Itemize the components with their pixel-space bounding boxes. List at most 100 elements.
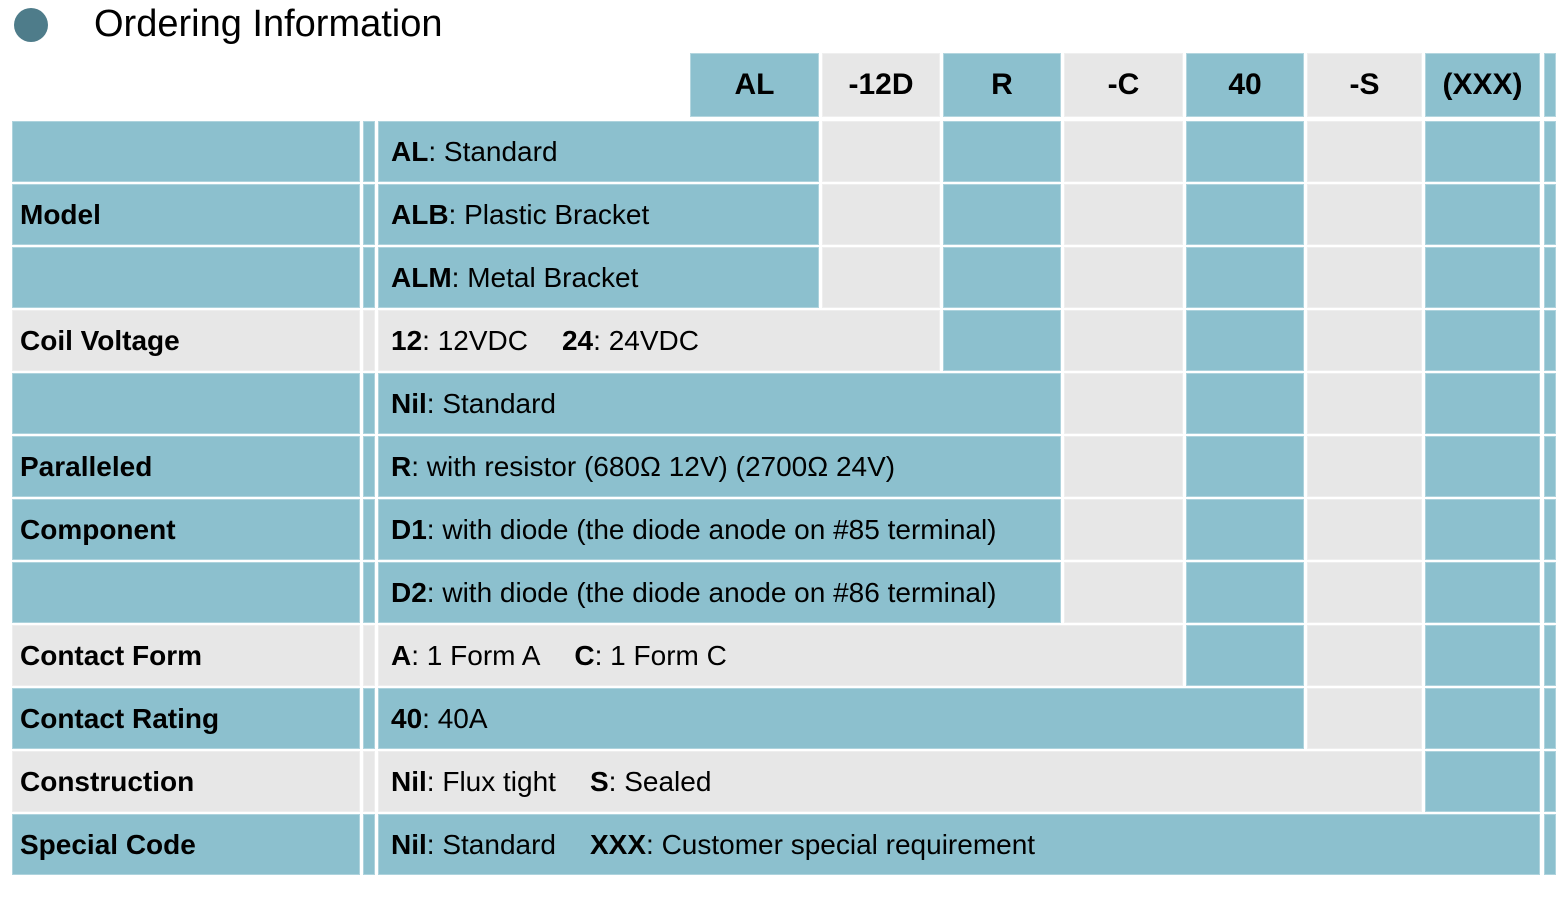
column-band-xxx	[1425, 562, 1540, 623]
column-band-xxx	[1425, 436, 1540, 497]
table-row-model-al: AL: Standard	[0, 121, 1556, 184]
row-desc: D1: with diode (the diode anode on #85 t…	[378, 499, 1061, 560]
column-band-edge	[1544, 499, 1556, 560]
column-band-edge	[1544, 373, 1556, 434]
column-band-40	[1186, 310, 1304, 371]
column-band-xxx	[1425, 184, 1540, 245]
column-band-s	[1307, 436, 1422, 497]
row-desc: ALB: Plastic Bracket	[378, 184, 819, 245]
row-sliver	[363, 751, 375, 812]
row-desc: Nil: Standard	[378, 373, 1061, 434]
table-row-construction: Construction Nil: Flux tight S: Sealed	[0, 751, 1556, 814]
row-sliver	[363, 247, 375, 308]
column-band-c	[1064, 373, 1183, 434]
part-code-c: -C	[1064, 53, 1183, 117]
part-code-12d: -12D	[822, 53, 940, 117]
row-sliver	[363, 184, 375, 245]
table-row-model-alb: Model ALB: Plastic Bracket	[0, 184, 1556, 247]
row-label: Special Code	[12, 814, 360, 875]
part-code-al: AL	[690, 53, 819, 117]
column-band-c	[1064, 184, 1183, 245]
column-band-40	[1186, 562, 1304, 623]
row-sliver	[363, 499, 375, 560]
table-row-paralleled-r: Paralleled R: with resistor (680Ω 12V) (…	[0, 436, 1556, 499]
column-band-edge	[1544, 436, 1556, 497]
column-band-xxx	[1425, 751, 1540, 812]
column-band-xxx	[1425, 625, 1540, 686]
part-code-s: -S	[1307, 53, 1422, 117]
part-code-40: 40	[1186, 53, 1304, 117]
row-label	[12, 121, 360, 182]
column-band-s	[1307, 373, 1422, 434]
column-band-12d	[822, 247, 940, 308]
column-band-c	[1064, 310, 1183, 371]
column-band-s	[1307, 310, 1422, 371]
column-band-s	[1307, 121, 1422, 182]
column-band-edge	[1544, 121, 1556, 182]
column-band-40	[1186, 436, 1304, 497]
row-sliver	[363, 436, 375, 497]
column-band-s	[1307, 688, 1422, 749]
header-edge-sliver	[1544, 53, 1556, 117]
column-band-r	[943, 310, 1061, 371]
column-band-c	[1064, 121, 1183, 182]
column-band-r	[943, 247, 1061, 308]
table-row-contact-rating: Contact Rating 40: 40A	[0, 688, 1556, 751]
row-desc: Nil: Standard XXX: Customer special requ…	[378, 814, 1540, 875]
row-sliver	[363, 373, 375, 434]
row-label: Component	[12, 499, 360, 560]
column-band-c	[1064, 247, 1183, 308]
column-band-40	[1186, 121, 1304, 182]
row-desc: A: 1 Form A C: 1 Form C	[378, 625, 1183, 686]
row-desc: D2: with diode (the diode anode on #86 t…	[378, 562, 1061, 623]
column-band-s	[1307, 499, 1422, 560]
row-desc: 40: 40A	[378, 688, 1304, 749]
row-label	[12, 562, 360, 623]
column-band-xxx	[1425, 121, 1540, 182]
part-code-xxx: (XXX)	[1425, 53, 1540, 117]
table-row-model-alm: ALM: Metal Bracket	[0, 247, 1556, 310]
column-band-r	[943, 121, 1061, 182]
table-row-paralleled-d1: Component D1: with diode (the diode anod…	[0, 499, 1556, 562]
column-band-xxx	[1425, 310, 1540, 371]
row-sliver	[363, 814, 375, 875]
row-label	[12, 247, 360, 308]
table-row-paralleled-nil: Nil: Standard	[0, 373, 1556, 436]
row-desc: ALM: Metal Bracket	[378, 247, 819, 308]
column-band-s	[1307, 562, 1422, 623]
row-label: Contact Form	[12, 625, 360, 686]
column-band-c	[1064, 562, 1183, 623]
row-label: Construction	[12, 751, 360, 812]
column-band-s	[1307, 247, 1422, 308]
row-label: Model	[12, 184, 360, 245]
ordering-table: AL: Standard Model ALB: Plastic Bracket	[0, 121, 1556, 877]
column-band-40	[1186, 247, 1304, 308]
table-row-contact-form: Contact Form A: 1 Form A C: 1 Form C	[0, 625, 1556, 688]
column-band-40	[1186, 499, 1304, 560]
column-band-12d	[822, 184, 940, 245]
column-band-edge	[1544, 751, 1556, 812]
column-band-xxx	[1425, 499, 1540, 560]
part-code-r: R	[943, 53, 1061, 117]
page-title: Ordering Information	[94, 3, 443, 45]
column-band-c	[1064, 499, 1183, 560]
section-bullet-icon	[14, 8, 48, 42]
row-label: Coil Voltage	[12, 310, 360, 371]
row-sliver	[363, 121, 375, 182]
column-band-s	[1307, 184, 1422, 245]
column-band-12d	[822, 121, 940, 182]
row-label: Contact Rating	[12, 688, 360, 749]
row-sliver	[363, 625, 375, 686]
row-sliver	[363, 310, 375, 371]
column-band-xxx	[1425, 247, 1540, 308]
table-row-special-code: Special Code Nil: Standard XXX: Customer…	[0, 814, 1556, 877]
column-band-c	[1064, 436, 1183, 497]
row-desc: R: with resistor (680Ω 12V) (2700Ω 24V)	[378, 436, 1061, 497]
row-desc: Nil: Flux tight S: Sealed	[378, 751, 1422, 812]
column-band-xxx	[1425, 688, 1540, 749]
column-band-s	[1307, 625, 1422, 686]
part-number-header: AL -12D R -C 40 -S (XXX)	[0, 53, 1556, 117]
column-band-edge	[1544, 247, 1556, 308]
column-band-40	[1186, 373, 1304, 434]
